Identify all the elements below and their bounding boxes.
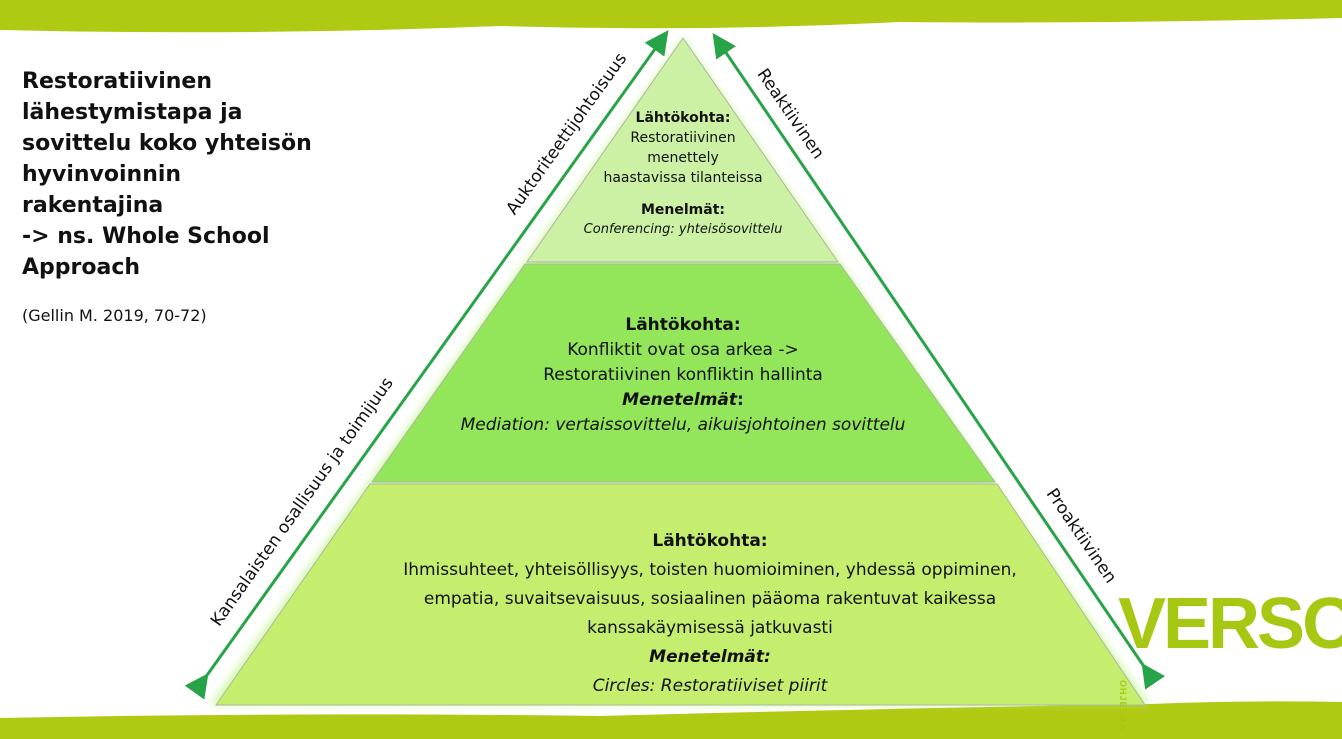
tier-line: menettely xyxy=(647,150,719,166)
title-line: sovittelu koko yhteisön xyxy=(22,131,312,156)
tier-top: Lähtökohta: Restoratiivinen menettely ha… xyxy=(584,108,783,240)
title-line: Approach xyxy=(22,255,141,280)
tier-heading: Lähtökohta: xyxy=(635,110,731,126)
title-line: Restoratiivinen xyxy=(22,69,213,94)
tier-methods-label: Menelmät: xyxy=(640,202,726,218)
title-line: lähestymistapa ja xyxy=(22,100,243,125)
top-band xyxy=(0,0,1342,33)
tier-methods: Circles: Restoratiiviset piirit xyxy=(592,676,828,696)
tier-methods: Conferencing: yhteisösovittelu xyxy=(583,222,783,237)
tier-heading: Lähtökohta: xyxy=(652,531,768,551)
slide-title: Restoratiivinen lähestymistapa ja sovitt… xyxy=(22,66,322,283)
right-arrow xyxy=(712,33,1166,690)
logo-text: VERSO xyxy=(1118,584,1342,664)
tier-line: Restoratiivinen konfliktin hallinta xyxy=(543,365,823,385)
tier-line: Konfliktit ovat osa arkea -> xyxy=(567,340,799,360)
verso-logo: VERSOOHJELMA xyxy=(1118,588,1342,732)
tier-heading: Lähtökohta: xyxy=(625,315,741,335)
logo-subtext: OHJELMA xyxy=(1118,680,1128,732)
tier-methods-label: Menetelmät: xyxy=(649,647,771,667)
tier-middle: Lähtökohta: Konfliktit ovat osa arkea ->… xyxy=(461,313,906,438)
tier-line: kanssakäymisessä jatkuvasti xyxy=(587,618,833,638)
tier-line: empatia, suvaitsevaisuus, sosiaalinen pä… xyxy=(423,589,997,609)
tier-bottom: Lähtökohta: Ihmissuhteet, yhteisöllisyys… xyxy=(403,527,1017,701)
left-arrow xyxy=(184,30,669,700)
tier-methods: Mediation: vertaissovittelu, aikuisjohto… xyxy=(460,415,906,435)
title-line: rakentajina xyxy=(22,193,164,218)
title-line: hyvinvoinnin xyxy=(22,162,182,187)
tier-methods-label: Menetelmät xyxy=(622,390,738,410)
tier-line: Restoratiivinen xyxy=(630,130,736,146)
tier-line: Ihmissuhteet, yhteisöllisyys, toisten hu… xyxy=(403,560,1017,580)
tier-line: haastavissa tilanteissa xyxy=(603,170,763,186)
title-line: -> ns. Whole School xyxy=(22,224,270,249)
citation: (Gellin M. 2019, 70-72) xyxy=(22,306,207,325)
bottom-band xyxy=(0,701,1342,739)
